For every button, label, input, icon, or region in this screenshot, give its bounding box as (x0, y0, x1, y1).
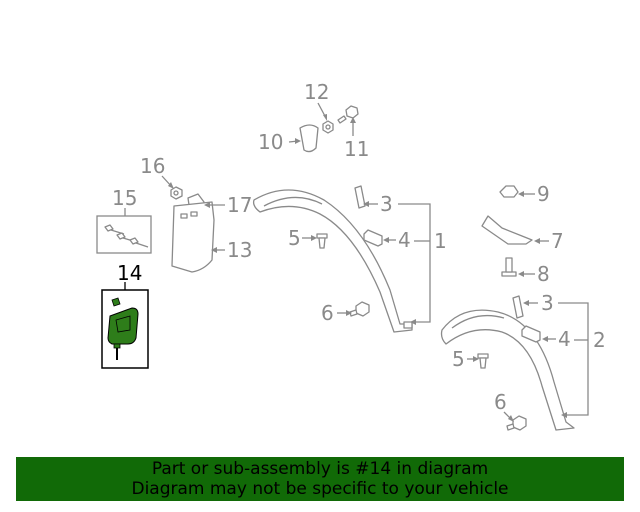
callout-4-lower: 4 (558, 327, 571, 351)
part-4-retainer-lower[interactable] (521, 325, 541, 343)
part-2-fender-flare[interactable] (440, 309, 575, 431)
part-15-bolt-set[interactable] (96, 215, 152, 254)
leader-lines (124, 102, 589, 422)
callout-5-lower: 5 (452, 347, 465, 371)
callout-6-upper: 6 (321, 301, 334, 325)
callout-16: 16 (140, 154, 165, 178)
part-12-nut[interactable] (322, 120, 334, 134)
part-8-stud[interactable] (501, 257, 517, 277)
callout-3-lower: 3 (541, 291, 554, 315)
part-13-mudflap[interactable] (171, 201, 215, 273)
part-14-assembly[interactable] (101, 289, 149, 369)
callout-15: 15 (112, 186, 137, 210)
part-5-clip-upper[interactable] (316, 233, 328, 249)
callout-7: 7 (551, 229, 564, 253)
part-4-retainer-upper[interactable] (363, 229, 383, 247)
banner-line-2: Diagram may not be specific to your vehi… (131, 479, 509, 499)
callout-1: 1 (434, 229, 447, 253)
part-6-screw-upper[interactable] (349, 301, 370, 317)
callout-13: 13 (227, 238, 252, 262)
part-5-clip-lower[interactable] (477, 353, 489, 369)
part-16-nut[interactable] (170, 186, 183, 200)
part-3-clip-lower[interactable] (512, 295, 524, 319)
callout-2: 2 (593, 328, 606, 352)
part-9-nut[interactable] (499, 185, 519, 198)
callout-17: 17 (227, 193, 252, 217)
part-6-screw-lower[interactable] (506, 415, 527, 431)
callout-11: 11 (344, 137, 369, 161)
callout-10: 10 (258, 130, 283, 154)
banner-line-1: Part or sub-assembly is #14 in diagram (151, 459, 489, 479)
part-11-screw[interactable] (337, 105, 359, 124)
part-10-clip[interactable] (299, 124, 319, 153)
part-7-bracket[interactable] (481, 215, 533, 245)
part-1-fender-flare[interactable] (252, 189, 413, 333)
callout-14: 14 (117, 261, 142, 285)
callout-4-upper: 4 (398, 228, 411, 252)
parts-diagram: 12 11 10 16 15 17 13 14 3 4 1 5 6 9 7 8 … (96, 80, 606, 431)
part-3-clip-upper[interactable] (354, 185, 366, 209)
callout-8: 8 (537, 262, 550, 286)
callout-5-upper: 5 (288, 226, 301, 250)
callout-9: 9 (537, 182, 550, 206)
callout-labels: 12 11 10 16 15 17 13 14 3 4 1 5 6 9 7 8 … (112, 80, 606, 414)
callout-6-lower: 6 (494, 390, 507, 414)
callout-12: 12 (304, 80, 329, 104)
callout-3-upper: 3 (380, 192, 393, 216)
info-banner: Part or sub-assembly is #14 in diagram D… (16, 457, 624, 501)
